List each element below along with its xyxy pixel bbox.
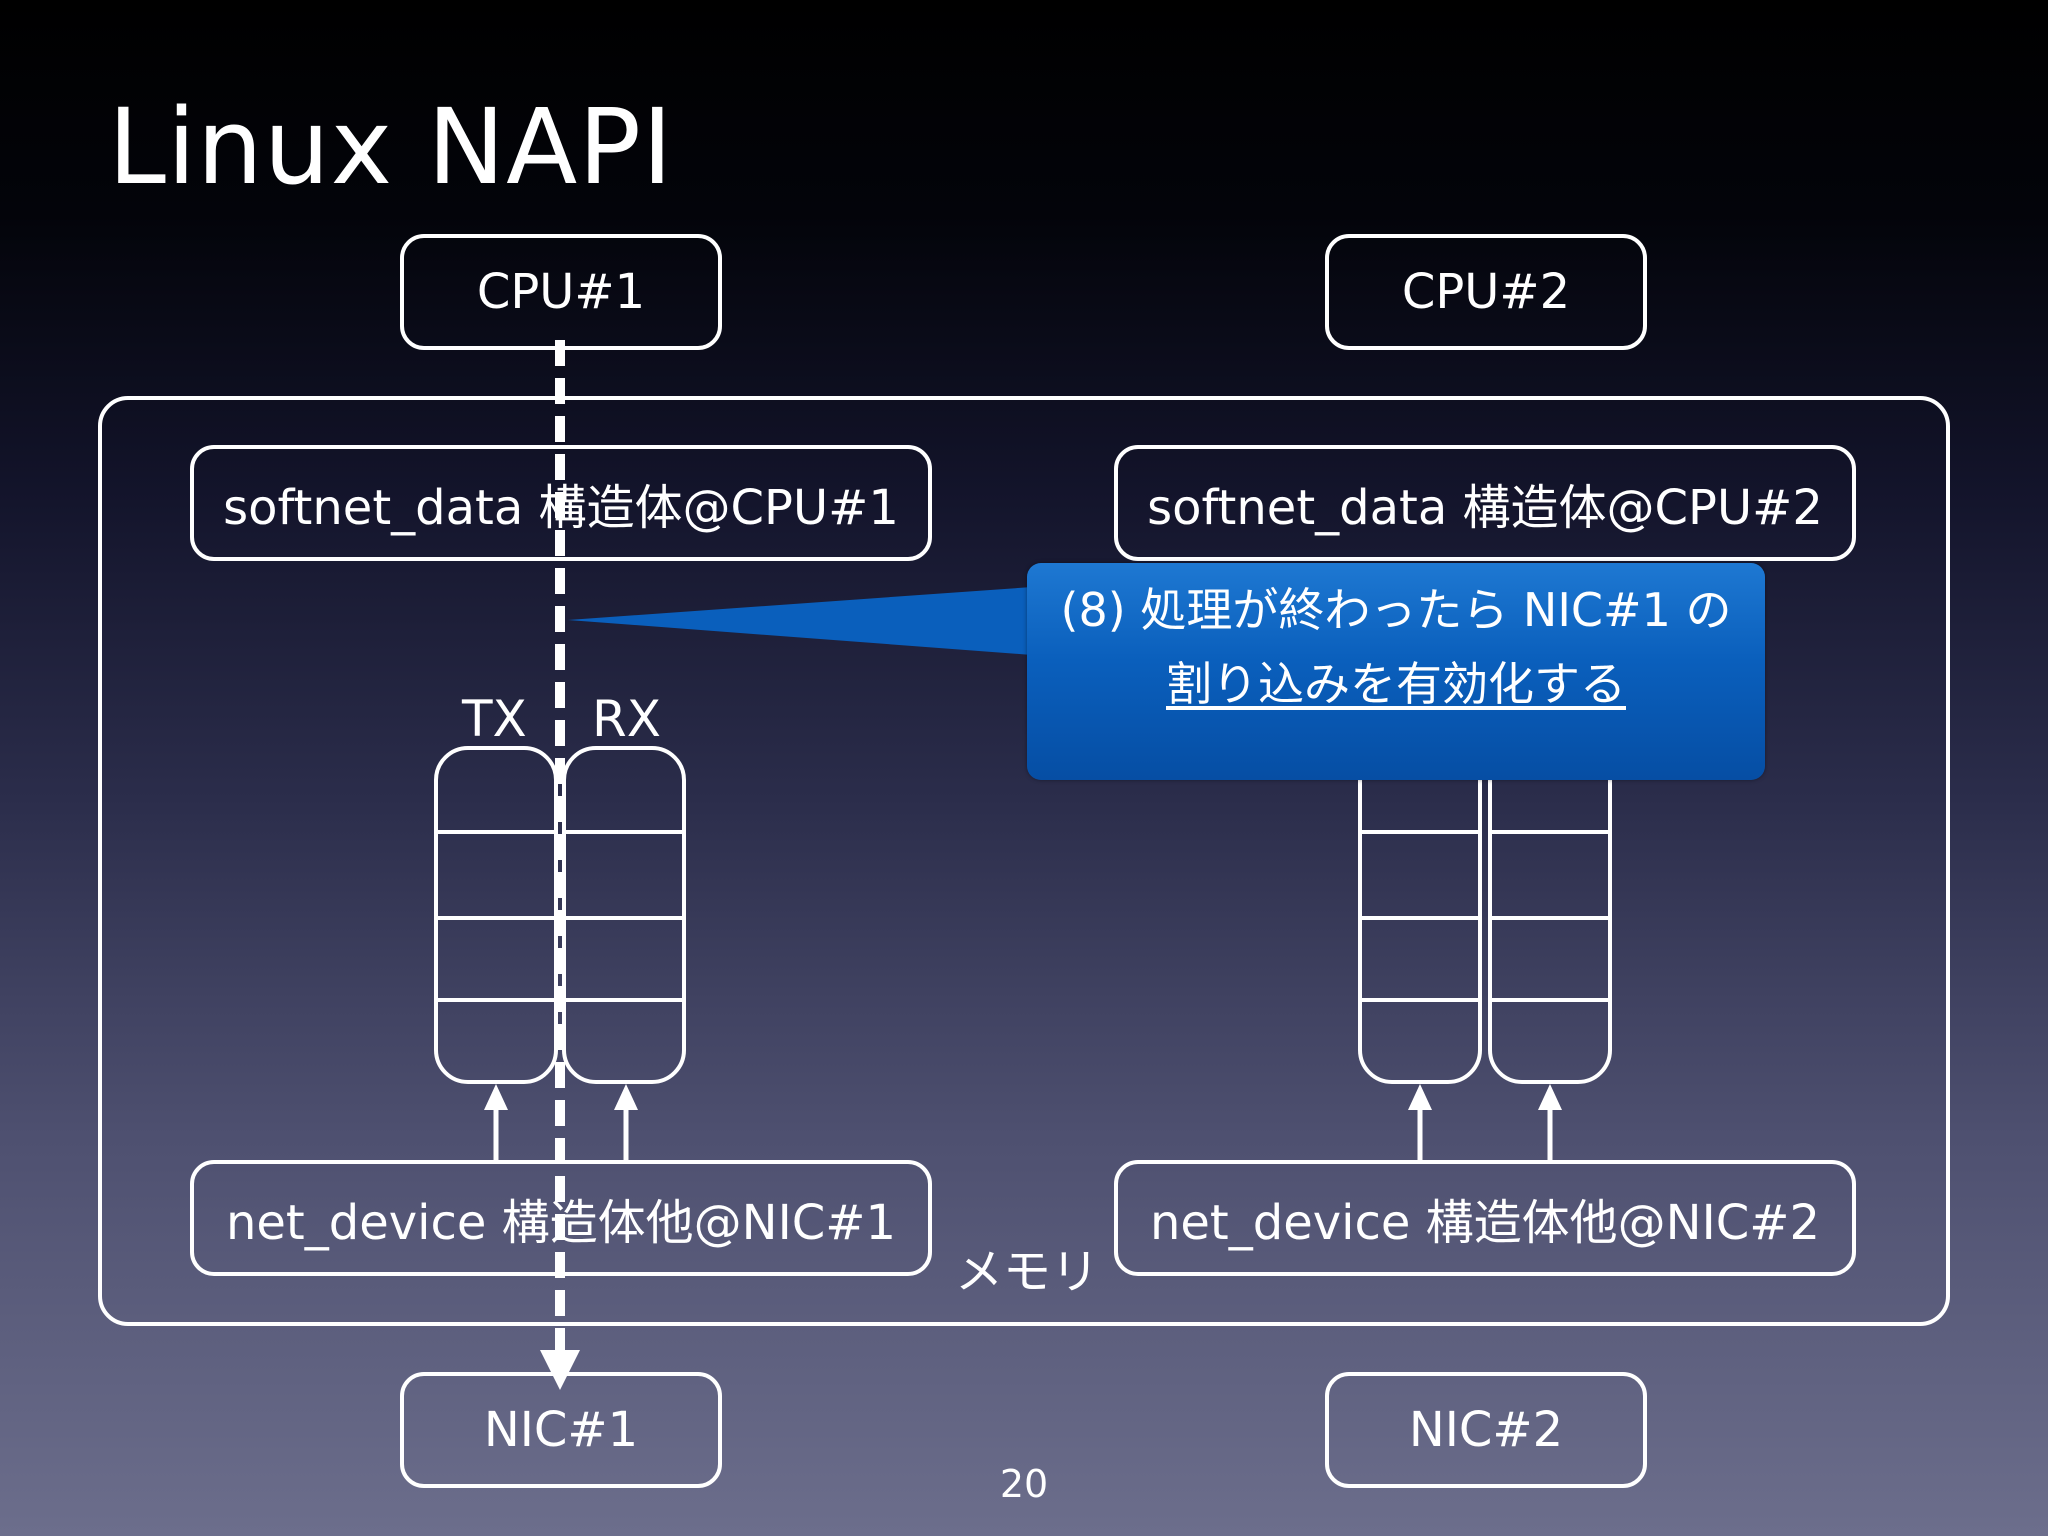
queue-slot-divider	[1362, 998, 1478, 1002]
rx-queue-nic2	[1488, 746, 1612, 1084]
nic1-box: NIC#1	[400, 1372, 722, 1488]
memory-region	[98, 396, 1950, 1326]
memory-label: メモリ	[955, 1244, 1100, 1300]
callout-line2: 割り込みを有効化する	[1166, 657, 1626, 711]
softnet-data-cpu2-box: softnet_data 構造体@CPU#2	[1114, 445, 1856, 561]
tx-queue-nic2	[1358, 746, 1482, 1084]
queue-slot-divider	[566, 998, 682, 1002]
queue-slot-divider	[1362, 916, 1478, 920]
queue-slot-divider	[566, 830, 682, 834]
callout-line1: (8) 処理が終わったら NIC#1 の	[1060, 583, 1732, 637]
queue-slot-divider	[438, 998, 554, 1002]
queue-slot-divider	[1492, 916, 1608, 920]
queue-slot-divider	[566, 916, 682, 920]
cpu1-box: CPU#1	[400, 234, 722, 350]
queue-slot-divider	[438, 916, 554, 920]
tx-queue-nic1	[434, 746, 558, 1084]
softnet-data-cpu1-box: softnet_data 構造体@CPU#1	[190, 445, 932, 561]
queue-slot-divider	[438, 830, 554, 834]
queue-slot-divider	[1492, 830, 1608, 834]
rx-label: RX	[592, 690, 661, 748]
net-device-nic1-box: net_device 構造体他@NIC#1	[190, 1160, 932, 1276]
cpu2-box: CPU#2	[1325, 234, 1647, 350]
callout-bubble: (8) 処理が終わったら NIC#1 の 割り込みを有効化する	[1027, 563, 1765, 780]
net-device-nic2-box: net_device 構造体他@NIC#2	[1114, 1160, 1856, 1276]
tx-label: TX	[462, 690, 527, 748]
queue-slot-divider	[1492, 998, 1608, 1002]
slide-title: Linux NAPI	[108, 86, 674, 208]
nic2-box: NIC#2	[1325, 1372, 1647, 1488]
rx-queue-nic1	[562, 746, 686, 1084]
page-number: 20	[999, 1462, 1049, 1506]
queue-slot-divider	[1362, 830, 1478, 834]
